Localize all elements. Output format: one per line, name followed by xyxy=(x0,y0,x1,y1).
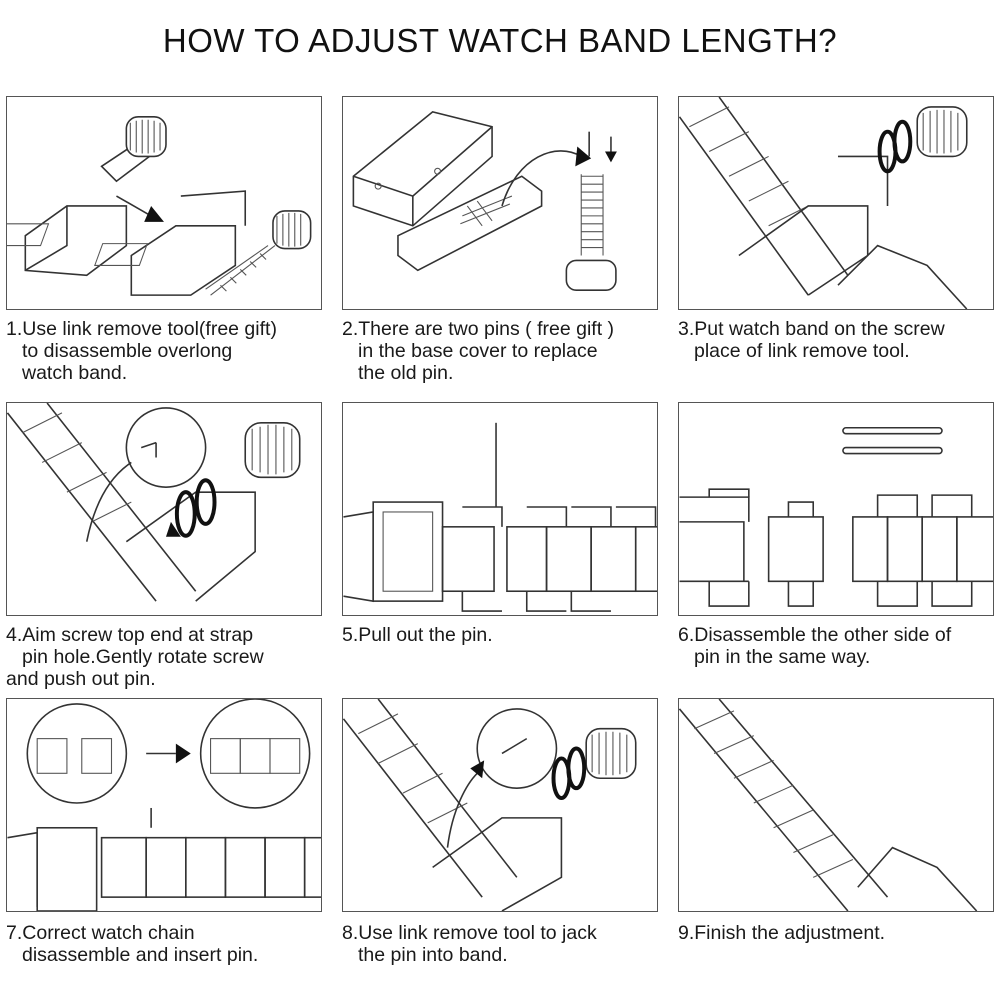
step-8-caption: 8.Use link remove tool to jack the pin i… xyxy=(342,922,662,966)
jack-pin-icon xyxy=(343,699,637,911)
caption-line: the pin into band. xyxy=(358,944,508,966)
step-3-illustration xyxy=(678,96,994,310)
step-2-caption: 2.There are two pins ( free gift ) in th… xyxy=(342,318,662,384)
step-4-illustration xyxy=(6,402,322,616)
caption-line: 7.Correct watch chain xyxy=(6,922,195,944)
step-4-caption: 4.Aim screw top end at strap pin hole.Ge… xyxy=(6,624,326,690)
step-2-illustration xyxy=(342,96,658,310)
link-remove-tool-icon xyxy=(7,116,312,296)
caption-line: the old pin. xyxy=(358,362,454,384)
insert-pin-icon xyxy=(7,699,321,911)
step-6-caption: 6.Disassemble the other side of pin in t… xyxy=(678,624,998,668)
caption-line: and push out pin. xyxy=(6,668,156,690)
step-5-illustration xyxy=(342,402,658,616)
step-8-illustration xyxy=(342,698,658,912)
step-9-illustration xyxy=(678,698,994,912)
rotate-screw-icon xyxy=(7,403,301,602)
step-3-caption: 3.Put watch band on the screw place of l… xyxy=(678,318,998,362)
base-cover-pins-icon xyxy=(352,110,617,291)
caption-line: 5.Pull out the pin. xyxy=(342,624,493,646)
caption-line: 4.Aim screw top end at strap xyxy=(6,624,254,646)
step-5-caption: 5.Pull out the pin. xyxy=(342,624,662,646)
caption-line: to disassemble overlong xyxy=(22,340,233,362)
finished-band-icon xyxy=(679,699,978,911)
step-7-caption: 7.Correct watch chain disassemble and in… xyxy=(6,922,326,966)
caption-line: watch band. xyxy=(22,362,128,384)
caption-line: 2.There are two pins ( free gift ) xyxy=(342,318,615,340)
step-1-caption: 1.Use link remove tool(free gift) to dis… xyxy=(6,318,326,384)
caption-line: pin in the same way. xyxy=(694,646,871,668)
caption-line: in the base cover to replace xyxy=(358,340,598,362)
caption-line: 9.Finish the adjustment. xyxy=(678,922,886,944)
caption-line: 8.Use link remove tool to jack xyxy=(342,922,597,944)
disassemble-side-icon xyxy=(679,426,993,607)
caption-line: pin hole.Gently rotate screw xyxy=(22,646,264,668)
caption-line: 1.Use link remove tool(free gift) xyxy=(6,318,277,340)
step-9-caption: 9.Finish the adjustment. xyxy=(678,922,998,944)
step-1-illustration xyxy=(6,96,322,310)
band-on-tool-icon xyxy=(679,97,968,309)
caption-line: 3.Put watch band on the screw xyxy=(678,318,945,340)
page-title: HOW TO ADJUST WATCH BAND LENGTH? xyxy=(162,22,838,59)
caption-line: disassemble and insert pin. xyxy=(22,944,259,966)
step-6-illustration xyxy=(678,402,994,616)
caption-line: 6.Disassemble the other side of xyxy=(678,624,952,646)
caption-line: place of link remove tool. xyxy=(694,340,910,362)
pull-out-pin-icon xyxy=(343,422,657,612)
step-7-illustration xyxy=(6,698,322,912)
